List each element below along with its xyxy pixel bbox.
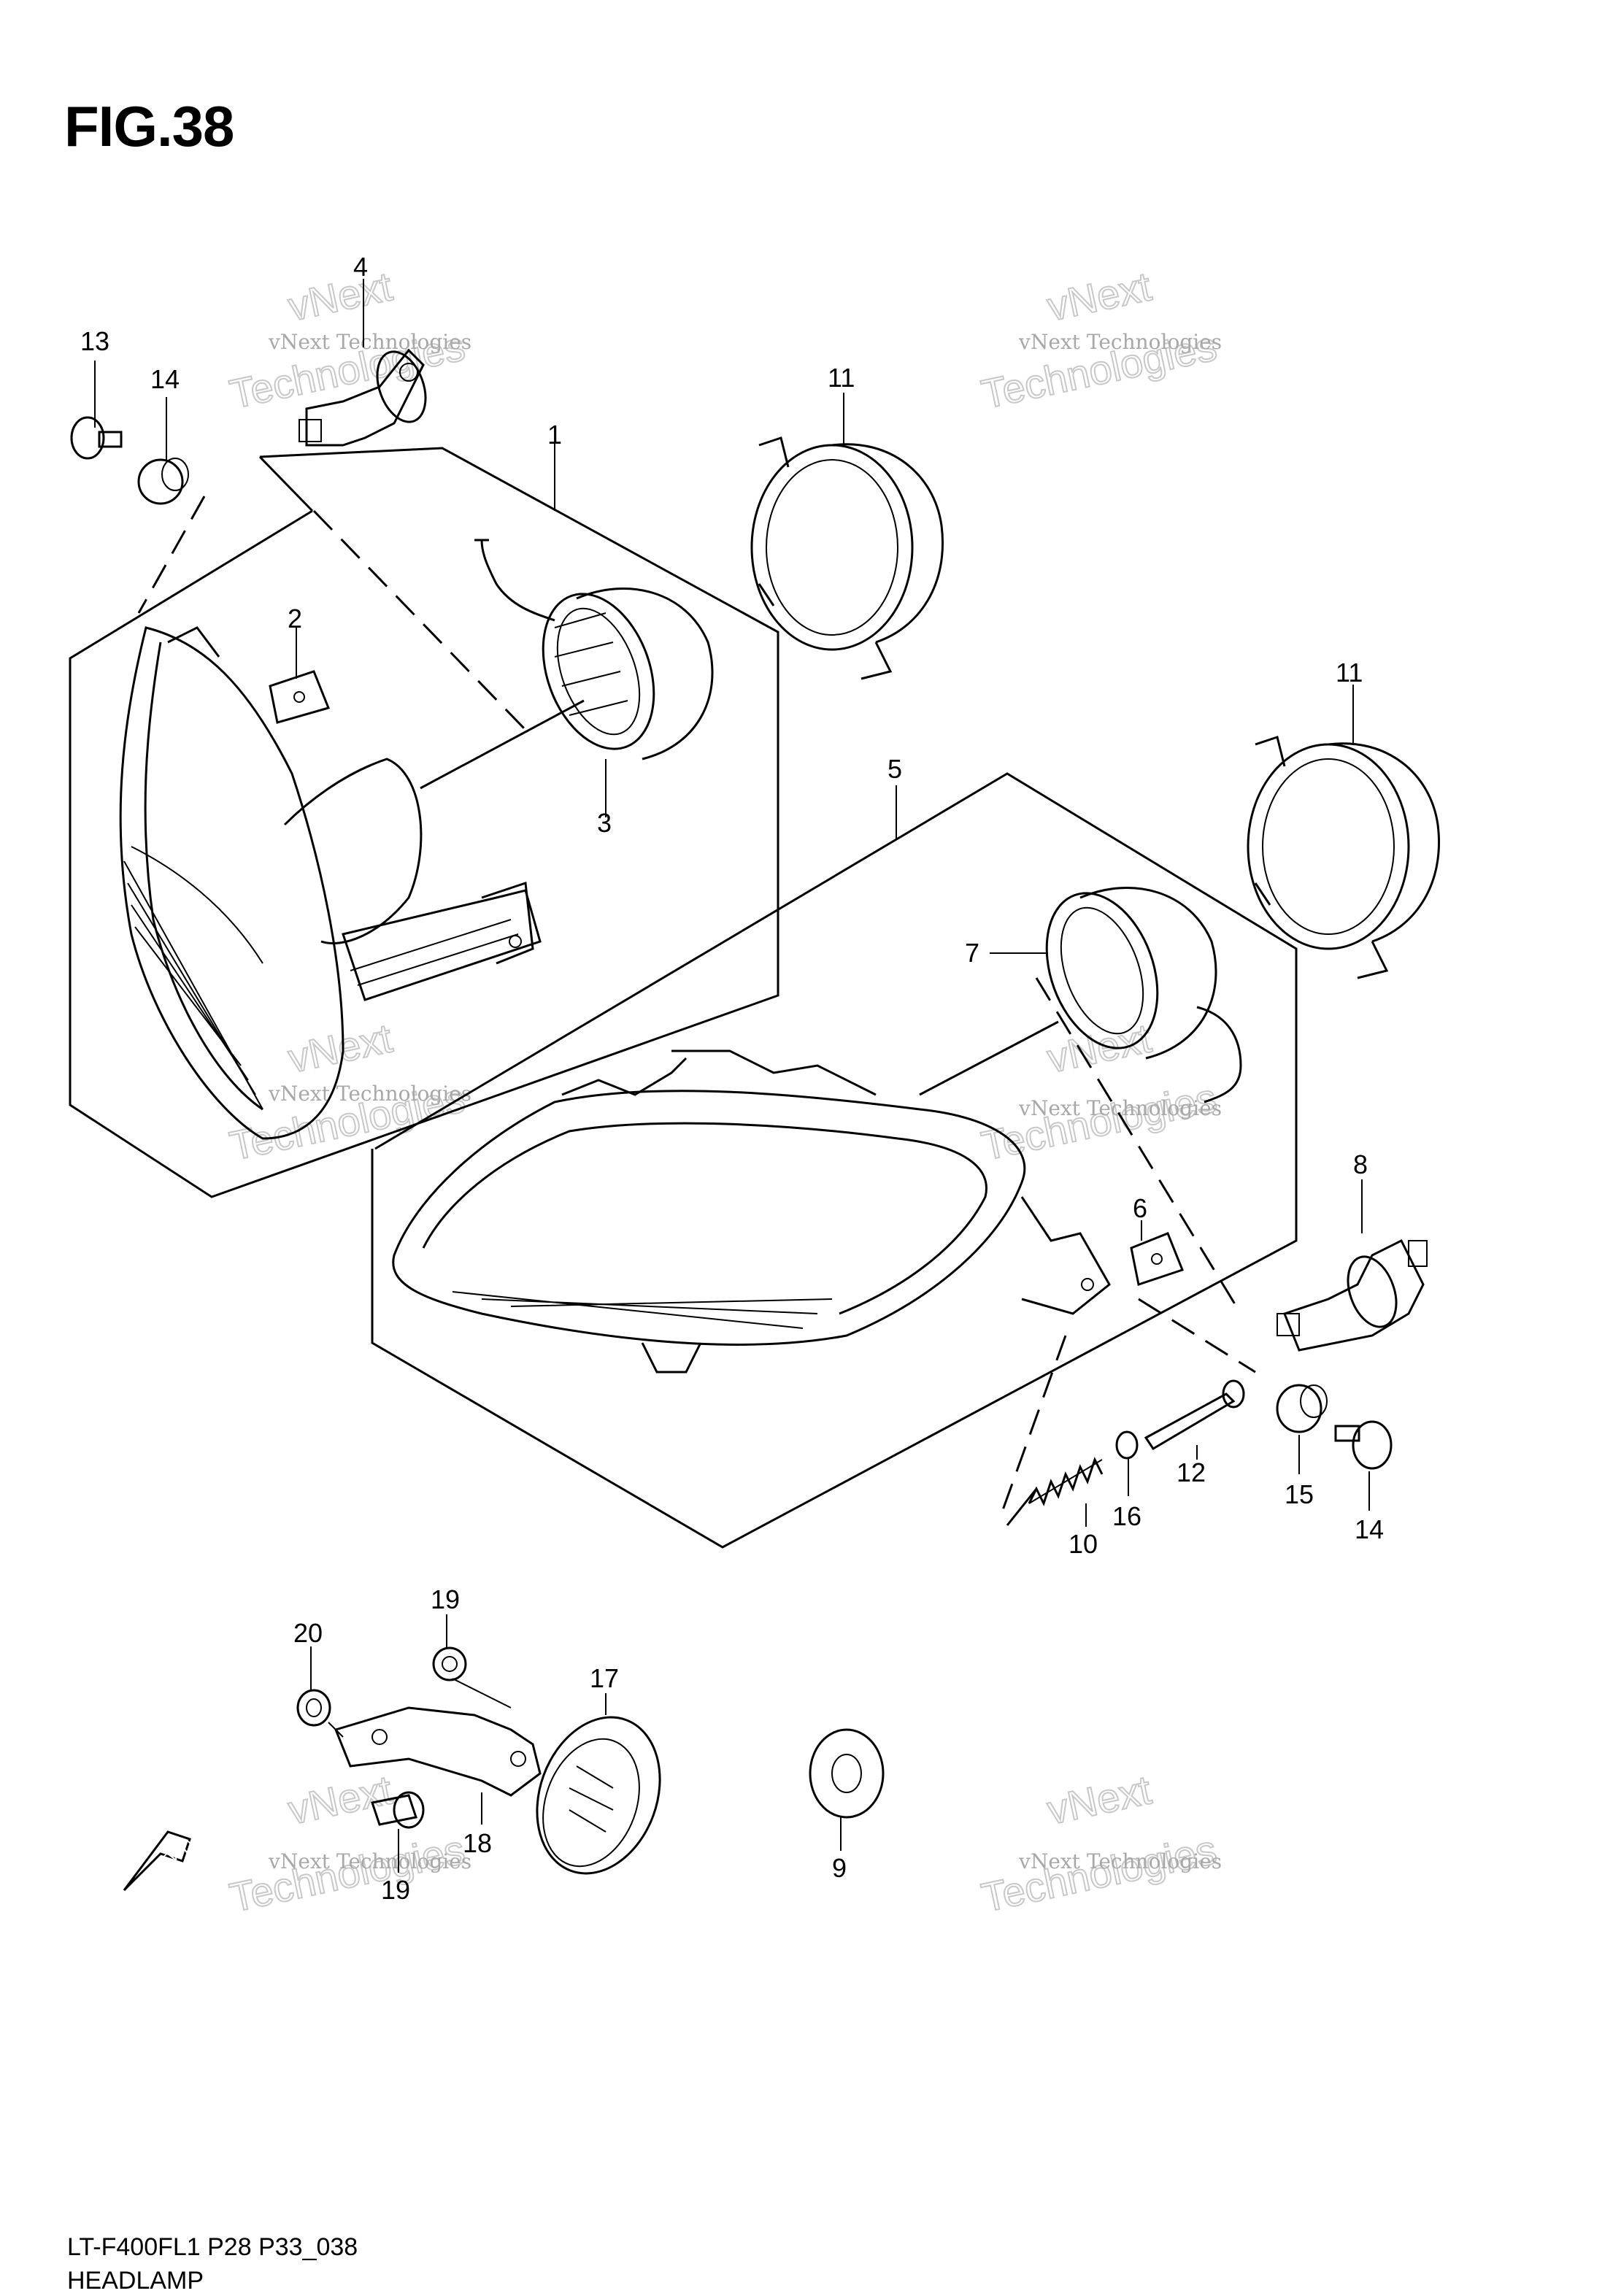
callout-13-upper: 13 [80, 326, 109, 356]
svg-text:vNext Technologies: vNext Technologies [1018, 1849, 1222, 1873]
callout-5: 5 [887, 754, 902, 784]
callout-11-upper: 11 [828, 363, 855, 393]
svg-text:vNext: vNext [1043, 1766, 1155, 1833]
assembly-5-outline [371, 772, 1298, 1549]
bulb-4 [299, 348, 427, 447]
watermark-5: vNext Technologies vNext Technologies [225, 1765, 471, 1921]
screw-13-lower [1334, 1420, 1393, 1470]
svg-text:vNext: vNext [1043, 263, 1155, 329]
callout-16: 17 [590, 1663, 619, 1693]
adapter-ring-11-upper [750, 436, 944, 680]
callout-14-upper: 14 [150, 364, 180, 394]
leader-solid-lower-2 [1006, 1488, 1038, 1526]
callout-leaders [94, 279, 1370, 1873]
diagram-code: LT-F400FL1 P28 P33_038 [67, 2233, 358, 2261]
leader-solid-upper-1 [420, 699, 585, 790]
bracket-17 [328, 1678, 542, 1797]
watermark-1: vNext Technologies vNext Technologies [225, 262, 471, 417]
leader-dash-upper-2 [312, 509, 527, 731]
grommet-9 [809, 1728, 885, 1819]
adapter-ring-11-lower [1247, 736, 1440, 979]
grommet-14-upper [137, 458, 189, 505]
svg-text:vNext: vNext [284, 263, 396, 329]
leader-dash-lower-1 [1035, 977, 1242, 1314]
callout-13-lower: 14 [1355, 1514, 1384, 1544]
assembly-1-outline [69, 447, 779, 1198]
grommet-14-lower [1276, 1384, 1328, 1433]
callout-9: 9 [832, 1853, 847, 1883]
callout-18: 19 [431, 1584, 460, 1614]
reflector-16 [536, 1716, 661, 1875]
screw-13-upper [70, 416, 123, 460]
callout-2: 2 [288, 604, 302, 633]
callout-4: 4 [353, 252, 368, 282]
callout-6: 6 [1133, 1193, 1147, 1223]
diagram-name: HEADLAMP [67, 2267, 204, 2295]
callout-labels: 4 13 14 1 11 2 3 11 5 7 8 6 12 15 16 14 … [80, 252, 1384, 1905]
clip-2 [269, 670, 331, 724]
svg-text:vNext Technologies: vNext Technologies [268, 1849, 471, 1873]
callout-15: 16 [1112, 1501, 1141, 1531]
watermark-4: vNext Technologies vNext Technologies [977, 1014, 1222, 1169]
bulb-socket-3 [474, 539, 714, 760]
svg-text:vNext Technologies: vNext Technologies [268, 1082, 471, 1106]
svg-text:vNext Technologies: vNext Technologies [268, 330, 471, 354]
callout-11-lower: 11 [1336, 658, 1363, 687]
leader-dash-upper-1 [137, 496, 206, 614]
watermark-6: vNext Technologies vNext Technologies [977, 1765, 1222, 1921]
callout-8: 8 [1353, 1149, 1368, 1179]
assembly-1-top-edge [258, 455, 314, 512]
callout-14-lower: 15 [1285, 1479, 1314, 1509]
callout-1: 1 [547, 420, 562, 450]
svg-text:vNext: vNext [1043, 1014, 1155, 1081]
watermark-2: vNext Technologies vNext Technologies [977, 262, 1222, 417]
washer-15 [1115, 1430, 1139, 1460]
watermark-3: vNext Technologies vNext Technologies [225, 1014, 471, 1169]
callout-3: 3 [597, 808, 612, 838]
callout-7: 7 [965, 938, 979, 968]
callout-19: 19 [381, 1875, 410, 1905]
leader-solid-lower-1 [919, 1020, 1059, 1096]
callout-10: 10 [1069, 1529, 1098, 1559]
svg-text:vNext Technologies: vNext Technologies [1018, 330, 1222, 354]
figure-title: FIG.38 [64, 94, 234, 158]
nut-20 [296, 1689, 331, 1727]
lower-headlamp-housing [392, 1049, 1111, 1374]
clip-6 [1130, 1232, 1184, 1286]
bulb-socket-7 [1045, 887, 1242, 1103]
leader-dash-lower-3 [998, 1335, 1067, 1519]
callout-17: 18 [463, 1828, 492, 1858]
fwd-arrow: FWD [123, 1830, 196, 1892]
nut-18 [432, 1646, 467, 1681]
bolt-12 [1144, 1379, 1245, 1451]
spring-10 [1028, 1457, 1104, 1506]
svg-text:Technologies: Technologies [977, 1074, 1220, 1169]
bulb-8 [1277, 1238, 1428, 1352]
callout-12: 12 [1177, 1457, 1206, 1487]
leader-dash-lower-2 [1138, 1298, 1256, 1374]
upper-headlamp-housing [119, 626, 542, 1140]
screw-19 [371, 1791, 425, 1829]
callout-20: 20 [293, 1618, 323, 1648]
